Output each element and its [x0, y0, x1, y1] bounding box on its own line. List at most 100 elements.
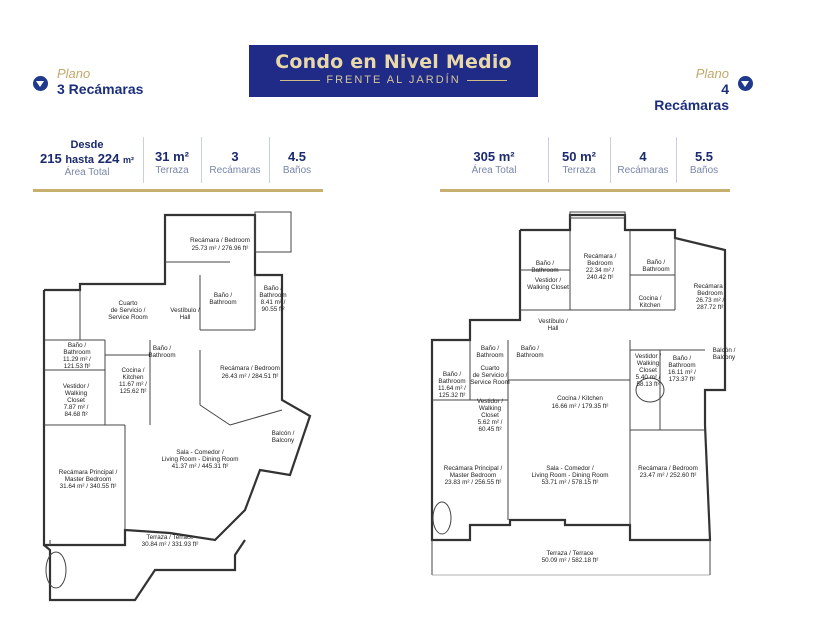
r-sala-3: 53.71 m² / 578.15 ft²	[542, 479, 599, 486]
chevron-down-icon[interactable]	[738, 76, 753, 91]
stat-banos: 4.5 Baños	[271, 135, 323, 185]
cocina-1: Cocina /	[121, 367, 144, 374]
stat-banos: 5.5 Baños	[678, 135, 730, 185]
vestibulo-1: Vestíbulo /	[170, 307, 200, 314]
r-bano-e-4: 125.32 ft²	[439, 392, 466, 399]
r-vestidor-b-1: Vestidor /	[477, 398, 504, 405]
left-plan-rooms: 3 Recámaras	[57, 81, 144, 97]
r-bano-f-2: Bathroom	[668, 362, 695, 369]
bano-a-4: 90.55 ft²	[261, 306, 284, 313]
left-plan-tag: Plano 3 Recámaras	[57, 66, 143, 97]
r-bed2-4: 287.72 ft²	[697, 304, 724, 311]
banos-label: Baños	[689, 165, 719, 176]
bathtub-icon	[432, 501, 452, 535]
area-unit: m²	[123, 155, 135, 165]
r-bed3-2: 23.47 m² / 252.60 ft²	[640, 472, 697, 479]
desde-label: Desde	[70, 139, 104, 151]
recamaras-value: 4	[639, 149, 647, 164]
balcon-2: Balcony	[272, 437, 295, 444]
area-from: 215	[39, 151, 62, 166]
chevron-down-icon[interactable]	[33, 76, 48, 91]
terraza-1: Terraza / Terrace	[146, 534, 194, 541]
r-bed1-4: 240.42 ft²	[587, 274, 614, 281]
r-vestibulo-2: Hall	[548, 325, 559, 332]
terraza-label: Terraza	[562, 165, 596, 176]
divider-line	[466, 79, 507, 81]
r-bano-d-1: Baño /	[521, 345, 539, 352]
title-main: Condo en Nivel Medio	[275, 51, 512, 73]
r-cuarto-3: Service Room	[470, 379, 510, 386]
bano-a-3: 8.41 m² /	[261, 299, 286, 306]
r-vestidor-c-3: Closet	[639, 367, 657, 374]
r-vestidor-b-2: Walking	[479, 405, 502, 412]
vestidor-1: Vestidor /	[63, 383, 90, 390]
title-sub-row: FRENTE AL JARDÍN	[249, 74, 538, 86]
bano-b-1: Baño /	[214, 292, 232, 299]
terraza-label: Terraza	[155, 165, 189, 176]
vestidor-2: Walking	[65, 390, 88, 397]
r-vestidor-b-4: 5.62 m² /	[478, 419, 503, 426]
hasta-label: hasta	[65, 154, 95, 166]
r-bano-b-1: Baño /	[647, 259, 665, 266]
title-sub: FRENTE AL JARDÍN	[326, 74, 461, 86]
cuarto-1: Cuarto	[119, 300, 138, 307]
area-value: 305 m²	[473, 149, 515, 164]
master-2: Master Bedroom	[65, 476, 112, 483]
bed2-line2: 26.43 m² / 284.51 ft²	[222, 373, 279, 380]
stat-area: 305 m² Área Total	[440, 135, 548, 185]
r-vestidor-c-1: Vestidor /	[635, 353, 662, 360]
divider	[548, 137, 549, 183]
r-vestidor-a-2: Walking Closet	[527, 284, 569, 291]
banos-value: 5.5	[694, 149, 714, 164]
left-plan-label: Plano	[57, 66, 91, 81]
divider-line	[280, 79, 321, 81]
terraza-2: 30.84 m² / 331.93 ft²	[142, 541, 199, 548]
right-plan-label: Plano	[695, 66, 729, 81]
r-terraza-1: Terraza / Terrace	[546, 550, 594, 557]
title-banner: Condo en Nivel Medio FRENTE AL JARDÍN	[249, 45, 538, 97]
left-floor-plan: Recámara / Bedroom 25.73 m² / 276.96 ft²…	[20, 200, 340, 620]
r-cocina-1: Cocina / Kitchen	[557, 395, 603, 402]
right-plan-tag: Plano 4 Recámaras	[644, 66, 729, 113]
r-bano-f-4: 173.37 ft²	[669, 376, 696, 383]
cocina-2: Kitchen	[122, 374, 144, 381]
bano-a-2: Bathroom	[259, 292, 286, 299]
terraza-value: 50 m²	[562, 149, 596, 164]
recamaras-label: Recámaras	[209, 165, 261, 176]
sala-1: Sala - Comedor /	[176, 449, 224, 456]
r-bano-e-3: 11.64 m² /	[438, 385, 466, 392]
bano-c-1: Baño /	[68, 342, 86, 349]
stat-terraza: 31 m² Terraza	[145, 135, 199, 185]
right-floor-plan: Baño / Bathroom Recámara / Bedroom 22.34…	[420, 200, 750, 620]
bathtub-icon	[635, 377, 665, 403]
vestibulo-2: Hall	[180, 314, 191, 321]
r-vestidor-a-1: Vestidor /	[535, 277, 562, 284]
r-terraza-2: 50.09 m² / 582.18 ft²	[542, 557, 599, 564]
r-bano-f-3: 16.11 m² /	[668, 369, 696, 376]
r-bano-b-2: Bathroom	[642, 266, 669, 273]
r-master-3: 23.83 m² / 256.55 ft²	[445, 479, 502, 486]
r-bed1-2: Bedroom	[587, 260, 613, 267]
cocina-4: 125.62 ft²	[120, 388, 147, 395]
r-cuarto-2: de Servicio /	[473, 372, 508, 379]
r-vestidor-c-5: 58.13 ft²	[636, 381, 659, 388]
r-balcon-1: Balcón /	[713, 347, 736, 354]
divider	[676, 137, 677, 183]
master-3: 31.64 m² / 340.55 ft²	[60, 483, 117, 490]
banos-label: Baños	[282, 165, 312, 176]
cuarto-3: Service Room	[108, 314, 148, 321]
stat-area: Desde 215 hasta 224 m² Área Total	[33, 135, 141, 185]
vestidor-3: Closet	[67, 397, 85, 404]
r-bano-d-2: Bathroom	[516, 352, 543, 359]
balcon-1: Balcón /	[272, 430, 295, 437]
divider	[143, 137, 144, 183]
r-sala-2: Living Room - Dining Room	[532, 472, 609, 479]
r-cocina-2: 16.66 m² / 179.35 ft²	[552, 403, 609, 410]
stat-terraza: 50 m² Terraza	[550, 135, 608, 185]
bano-c-3: 11.29 m² /	[63, 356, 91, 363]
r-bed2-3: 26.73 m² /	[696, 297, 725, 304]
r-balcon-2: Balcony	[713, 354, 736, 361]
stat-recamaras: 3 Recámaras	[203, 135, 267, 185]
r-bed1-1: Recámara /	[584, 253, 617, 260]
area-label: Área Total	[471, 165, 517, 176]
